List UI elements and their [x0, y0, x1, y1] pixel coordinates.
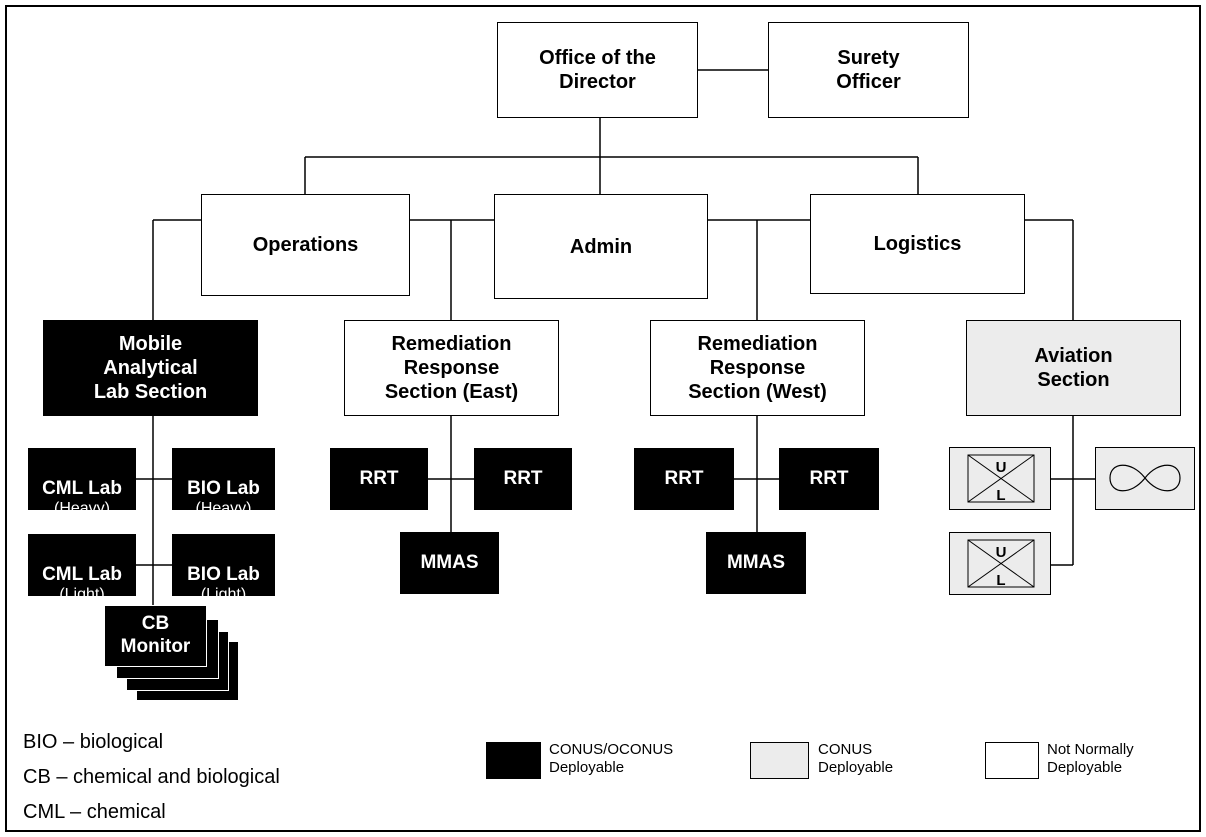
legend-swatch-conus — [750, 742, 809, 779]
node-cml-lab-light: CML Lab (Light) — [28, 534, 136, 603]
cml-lab-light-subtitle: (Light) — [59, 585, 105, 603]
node-remediation-response-east: Remediation Response Section (East) — [344, 320, 559, 416]
abbreviation-cml: CML – chemical — [23, 801, 166, 823]
node-rrt-east-right: RRT — [474, 448, 572, 510]
node-cml-lab-heavy: CML Lab (Heavy) — [28, 448, 136, 517]
node-mobile-analytical-lab-section: Mobile Analytical Lab Section — [43, 320, 258, 416]
aircraft-lower-letter: L — [996, 572, 1005, 589]
aircraft-upper-letter: U — [996, 459, 1007, 476]
aircraft-lower-letter: L — [996, 487, 1005, 504]
node-surety-officer: Surety Officer — [768, 22, 969, 118]
legend-label-not-deployable: Not Normally Deployable — [1047, 741, 1134, 776]
aircraft-upper-letter: U — [996, 544, 1007, 561]
bio-lab-heavy-title: BIO Lab — [187, 477, 260, 499]
legend-label-conus: CONUS Deployable — [818, 741, 894, 776]
node-logistics: Logistics — [810, 194, 1025, 294]
fixed-wing-aircraft-icon: U L — [967, 454, 1035, 504]
infinity-aircraft-icon — [1109, 464, 1181, 492]
aircraft-unit-upper-right — [1095, 447, 1195, 510]
node-mmas-east: MMAS — [400, 532, 499, 594]
node-cb-monitor: CB Monitor — [104, 605, 207, 667]
node-admin: Admin — [494, 194, 708, 299]
node-rrt-west-right: RRT — [779, 448, 879, 510]
node-mmas-west: MMAS — [706, 532, 806, 594]
legend-swatch-not-deployable — [985, 742, 1039, 779]
abbreviation-bio: BIO – biological — [23, 731, 164, 753]
legend-swatch-conus-oconus — [486, 742, 541, 779]
node-operations: Operations — [201, 194, 410, 296]
node-office-of-the-director: Office of the Director — [497, 22, 698, 118]
cml-lab-heavy-title: CML Lab — [42, 477, 122, 499]
node-remediation-response-west: Remediation Response Section (West) — [650, 320, 865, 416]
node-bio-lab-light: BIO Lab (Light) — [172, 534, 275, 603]
cml-lab-heavy-subtitle: (Heavy) — [53, 499, 110, 517]
node-bio-lab-heavy: BIO Lab (Heavy) — [172, 448, 275, 517]
aircraft-unit-upper-left: U L — [949, 447, 1051, 510]
legend-label-conus-oconus: CONUS/OCONUS Deployable — [549, 741, 674, 776]
node-rrt-west-left: RRT — [634, 448, 734, 510]
bio-lab-light-title: BIO Lab — [187, 563, 260, 585]
abbreviation-cb: CB – chemical and biological — [23, 766, 280, 788]
fixed-wing-aircraft-icon: U L — [967, 539, 1035, 589]
aircraft-unit-lower-left: U L — [949, 532, 1051, 595]
bio-lab-heavy-subtitle: (Heavy) — [195, 499, 252, 517]
bio-lab-light-subtitle: (Light) — [200, 585, 247, 603]
node-rrt-east-left: RRT — [330, 448, 428, 510]
node-aviation-section: Aviation Section — [966, 320, 1181, 416]
cml-lab-light-title: CML Lab — [42, 563, 122, 585]
